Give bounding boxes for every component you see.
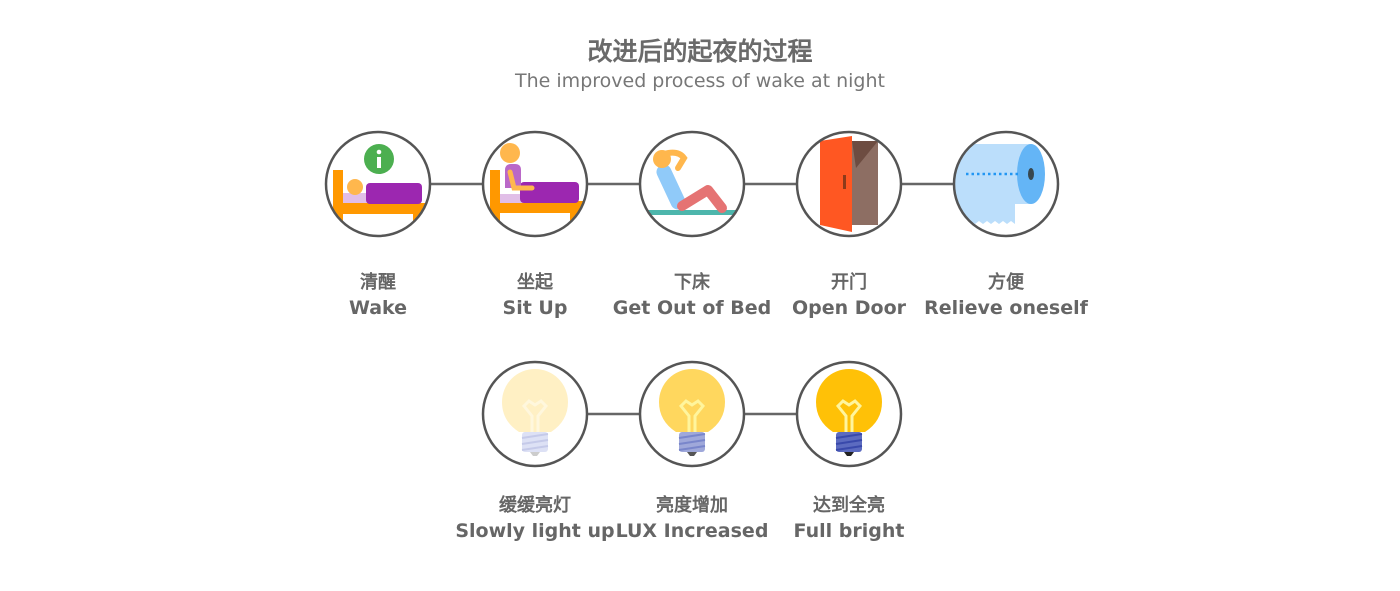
step-label-en: Sit Up bbox=[502, 297, 568, 319]
step-label-en: Wake bbox=[348, 297, 408, 319]
step-label-open-door: 开门 Open Door bbox=[739, 271, 959, 321]
bulb-dim-icon bbox=[481, 360, 589, 468]
step-label-wake: 清醒 Wake bbox=[268, 271, 488, 321]
page-subtitle: The improved process of wake at night bbox=[515, 70, 885, 92]
step-label-en: LUX Increased bbox=[615, 520, 769, 542]
connectors bbox=[430, 182, 954, 416]
sit-up-icon bbox=[481, 130, 589, 238]
step-label-cn: 清醒 bbox=[360, 272, 396, 293]
step-label-en: Open Door bbox=[791, 297, 907, 319]
light-label-full: 达到全亮 Full bright bbox=[739, 494, 959, 544]
step-label-relieve: 方便 Relieve oneself bbox=[896, 271, 1116, 321]
bulb-medium-icon bbox=[638, 360, 746, 468]
step-label-cn: 方便 bbox=[988, 272, 1024, 293]
step-label-cn: 亮度增加 bbox=[656, 495, 728, 516]
toilet-paper-icon bbox=[952, 130, 1060, 238]
step-label-get-out-of-bed: 下床 Get Out of Bed bbox=[582, 271, 802, 321]
step-label-en: Full bright bbox=[793, 520, 905, 542]
step-label-sit-up: 坐起 Sit Up bbox=[425, 271, 645, 321]
get-up-icon bbox=[638, 130, 746, 238]
step-label-en: Slowly light up bbox=[455, 520, 615, 542]
step-label-cn: 下床 bbox=[674, 272, 710, 293]
step-label-en: Get Out of Bed bbox=[612, 297, 772, 319]
step-label-cn: 开门 bbox=[831, 272, 867, 293]
bed-info-icon bbox=[324, 130, 432, 238]
bulb-full-icon bbox=[795, 360, 903, 468]
step-label-cn: 坐起 bbox=[517, 272, 553, 293]
step-label-cn: 缓缓亮灯 bbox=[499, 495, 571, 516]
step-label-en: Relieve oneself bbox=[924, 297, 1088, 319]
door-icon bbox=[795, 130, 903, 238]
light-label-increased: 亮度增加 LUX Increased bbox=[582, 494, 802, 544]
page-title: 改进后的起夜的过程 bbox=[587, 37, 813, 66]
step-label-cn: 达到全亮 bbox=[813, 495, 885, 516]
light-label-slowly: 缓缓亮灯 Slowly light up bbox=[425, 494, 645, 544]
